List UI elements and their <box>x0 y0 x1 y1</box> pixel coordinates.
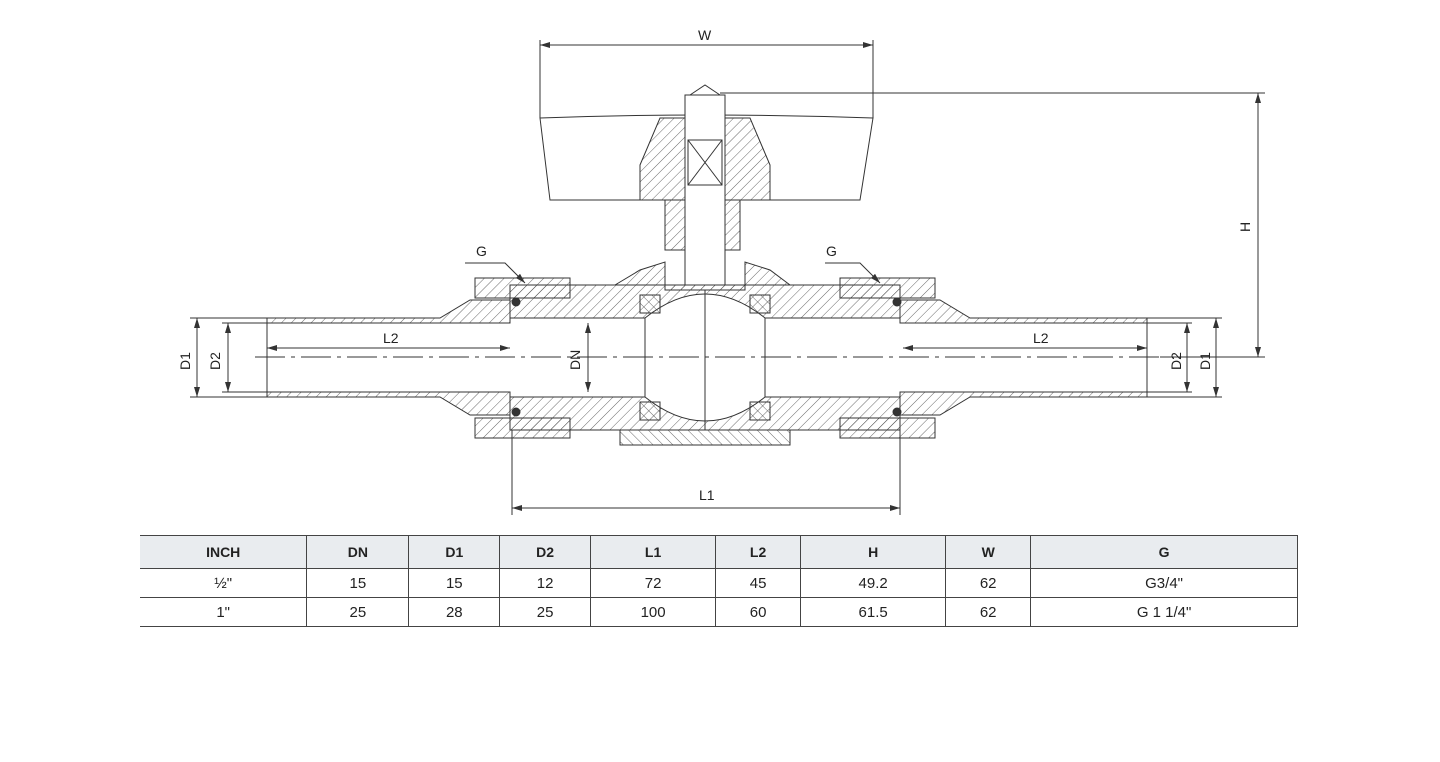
label-dn: DN <box>567 350 583 370</box>
table-cell: G3/4" <box>1030 568 1298 598</box>
table-cell: 100 <box>590 597 717 627</box>
table-cell: 15 <box>306 568 410 598</box>
table-cell: 28 <box>408 597 501 627</box>
header-cell: D2 <box>499 535 592 569</box>
header-cell: H <box>800 535 947 569</box>
table-cell: 60 <box>715 597 802 627</box>
label-w: W <box>698 27 712 43</box>
table-cell: G 1 1/4" <box>1030 597 1298 627</box>
label-g-left: G <box>476 243 487 259</box>
union-nut-right-bottom <box>839 417 936 439</box>
table-cell: 25 <box>499 597 592 627</box>
table-cell: 12 <box>499 568 592 598</box>
valve-section-drawing: W H G G D1 D2 D2 D1 L2 L2 DN L1 <box>177 27 1265 515</box>
union-nut-left-bottom <box>474 417 571 439</box>
label-d2-left: D2 <box>207 352 223 370</box>
tailpiece-right <box>899 299 1148 324</box>
header-cell: G <box>1030 535 1298 569</box>
label-l1: L1 <box>699 487 715 503</box>
header-cell: INCH <box>140 535 308 569</box>
header-cell: L1 <box>590 535 717 569</box>
table-cell: 45 <box>715 568 802 598</box>
header-cell: DN <box>306 535 410 569</box>
table-cell: 25 <box>306 597 410 627</box>
dimensions-table: INCH DN D1 D2 L1 L2 H W G ½" 15 15 12 72… <box>140 535 1298 627</box>
table-cell: 62 <box>945 568 1032 598</box>
table-cell: 49.2 <box>800 568 947 598</box>
label-h: H <box>1237 222 1253 232</box>
stem <box>684 94 726 286</box>
table-row: 1" 25 28 25 100 60 61.5 62 G 1 1/4" <box>140 597 1298 627</box>
tailpiece-left <box>266 299 511 324</box>
header-cell: W <box>945 535 1032 569</box>
label-g-right: G <box>826 243 837 259</box>
table-cell: ½" <box>140 568 308 598</box>
label-d1-left: D1 <box>177 352 193 370</box>
table-row: ½" 15 15 12 72 45 49.2 62 G3/4" <box>140 568 1298 598</box>
table-cell: 1" <box>140 597 308 627</box>
label-d2-right: D2 <box>1168 352 1184 370</box>
table-cell: 61.5 <box>800 597 947 627</box>
label-l2-right: L2 <box>1033 330 1049 346</box>
union-nut-right-top <box>839 277 936 299</box>
label-d1-right: D1 <box>1197 352 1213 370</box>
header-cell: D1 <box>408 535 501 569</box>
table-cell: 15 <box>408 568 501 598</box>
table-cell: 72 <box>590 568 717 598</box>
header-cell: L2 <box>715 535 802 569</box>
table-cell: 62 <box>945 597 1032 627</box>
label-l2-left: L2 <box>383 330 399 346</box>
table-header-row: INCH DN D1 D2 L1 L2 H W G <box>140 535 1298 569</box>
